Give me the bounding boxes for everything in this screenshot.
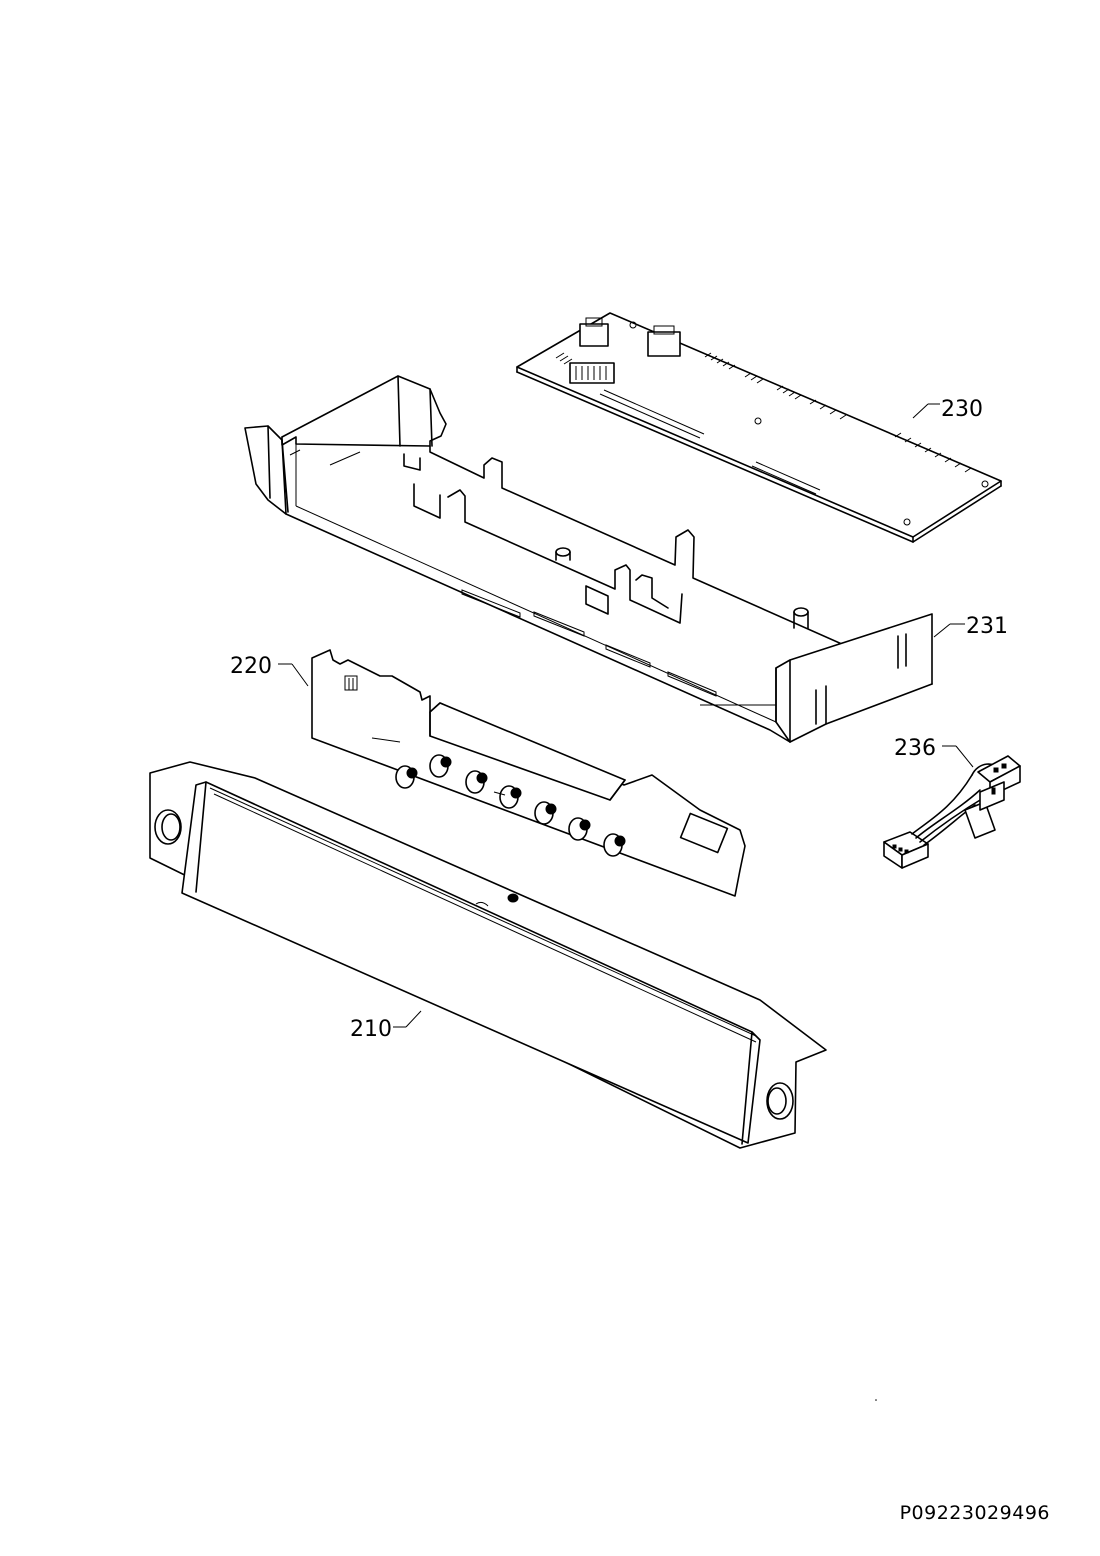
push-button (603, 833, 626, 857)
callout-231: 231 (933, 614, 1008, 639)
callout-236-label: 236 (894, 736, 936, 761)
part-231-housing-frame (244, 375, 933, 743)
push-button (534, 801, 557, 825)
push-button (395, 765, 418, 789)
callout-220-label: 220 (230, 654, 272, 679)
callout-231-label: 231 (966, 614, 1008, 639)
push-button (499, 785, 522, 809)
part-210-front-panel (149, 761, 827, 1149)
push-button (568, 817, 591, 841)
document-code: P09223029496 (899, 1502, 1050, 1524)
part-236-wiring-harness (883, 755, 1021, 869)
board-contacts (344, 675, 358, 691)
pcb-pads (555, 321, 989, 526)
callout-230: 230 (912, 397, 983, 422)
push-button (429, 754, 452, 778)
pcb-connector (579, 317, 609, 347)
push-button (465, 770, 488, 794)
part-230-circuit-board (516, 312, 1002, 543)
callout-230-label: 230 (941, 397, 983, 422)
callout-210: 210 (350, 1010, 422, 1042)
callout-220: 220 (230, 654, 309, 687)
board-connector (679, 812, 729, 854)
callout-210-label: 210 (350, 1017, 392, 1042)
part-220-button-board (311, 649, 746, 897)
callout-236: 236 (894, 736, 974, 768)
pcb-connector (569, 362, 615, 384)
stray-dot (875, 1399, 877, 1401)
pcb-connector (647, 325, 681, 357)
